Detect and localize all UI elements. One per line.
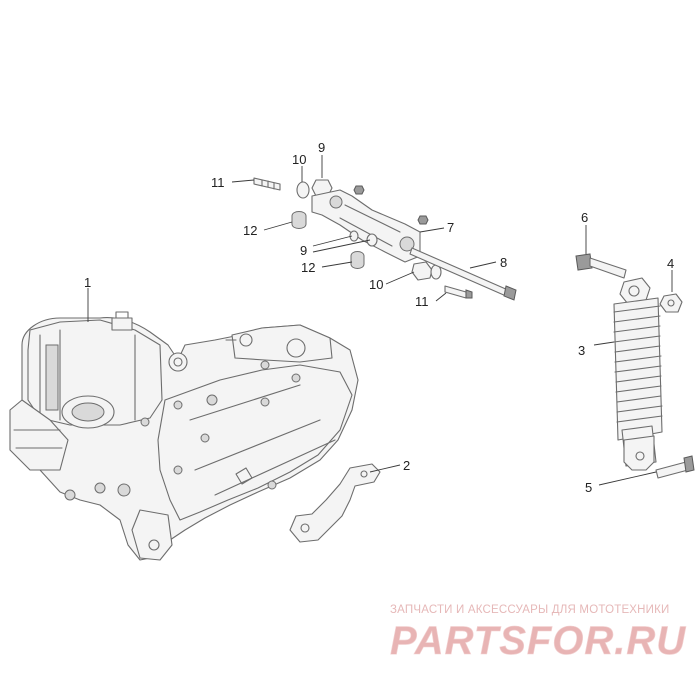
callout-10-lower: 10 bbox=[369, 277, 383, 292]
callout-11-lower: 11 bbox=[415, 294, 429, 309]
callout-12-top: 12 bbox=[243, 223, 257, 238]
callout-6: 6 bbox=[581, 210, 588, 225]
callout-1: 1 bbox=[84, 275, 91, 290]
callout-3: 3 bbox=[578, 343, 585, 358]
watermark-tagline: ЗАПЧАСТИ И АКСЕССУАРЫ ДЛЯ МОТОТЕХНИКИ bbox=[390, 604, 670, 616]
callout-5: 5 bbox=[585, 480, 592, 495]
watermark-logo-text: PARTSFOR.RU bbox=[390, 619, 686, 663]
callout-12-lower: 12 bbox=[301, 260, 315, 275]
callout-11-top: 11 bbox=[211, 175, 225, 190]
callout-9-top: 9 bbox=[318, 140, 325, 155]
callout-8: 8 bbox=[500, 255, 507, 270]
leader-lines bbox=[87, 155, 673, 486]
callout-7: 7 bbox=[447, 220, 454, 235]
bolt-part-5 bbox=[655, 455, 695, 479]
engine-bracket bbox=[289, 463, 381, 543]
suspension-link-assembly bbox=[253, 177, 517, 301]
nut-part-4 bbox=[659, 293, 683, 313]
shock-absorber bbox=[613, 277, 663, 471]
callout-labels: 1 2 3 4 5 6 7 8 9 9 10 10 11 11 12 12 bbox=[84, 140, 674, 495]
bolt-part-6 bbox=[575, 253, 627, 279]
callout-4: 4 bbox=[667, 256, 674, 271]
engine-assembly bbox=[9, 311, 359, 561]
watermark-logo: PARTSFOR.RU bbox=[390, 619, 686, 664]
callout-9-lower: 9 bbox=[300, 243, 307, 258]
callout-10-top: 10 bbox=[292, 152, 306, 167]
callout-2: 2 bbox=[403, 458, 410, 473]
